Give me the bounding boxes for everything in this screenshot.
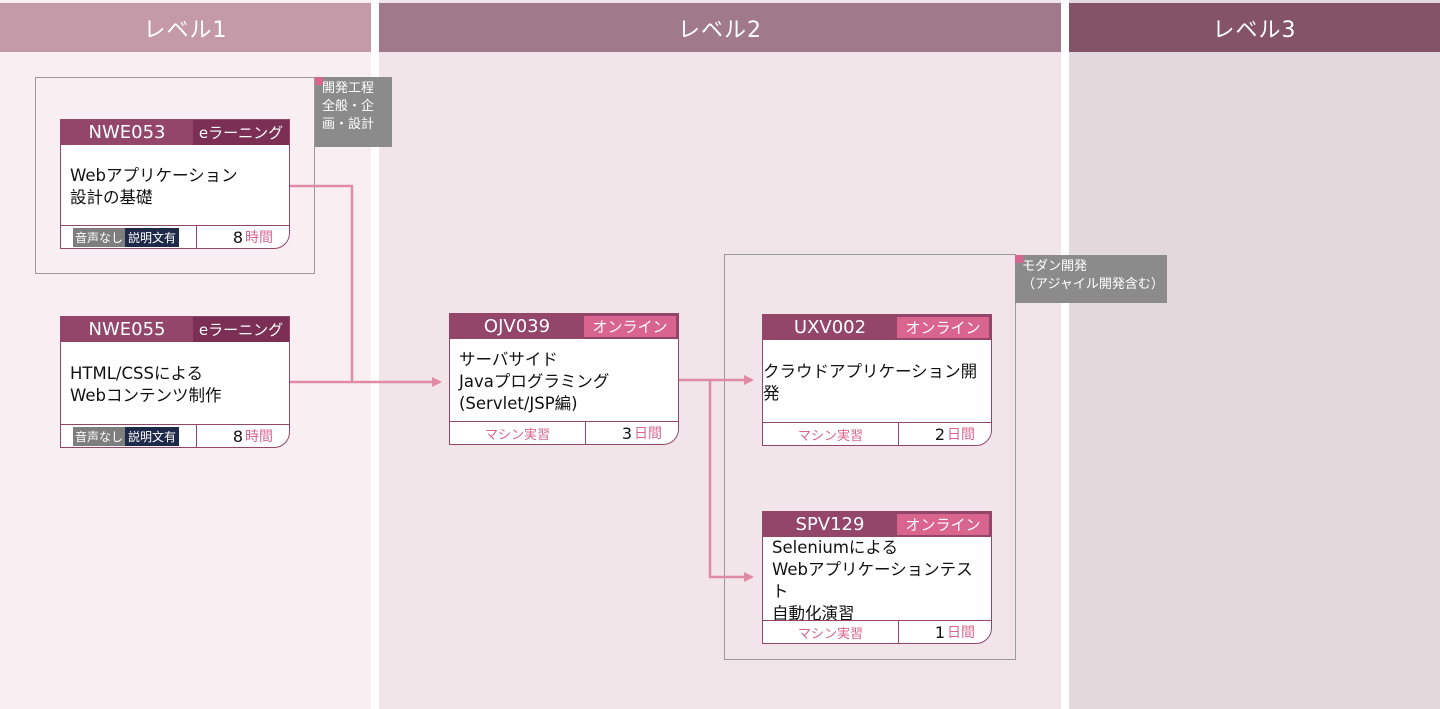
course-card-ojv039[interactable]: OJV039 オンライン サーバサイド Javaプログラミング (Servlet…	[449, 313, 679, 445]
duration-unit: 日間	[947, 625, 975, 641]
title-line: Javaプログラミング	[459, 372, 610, 391]
tag-line: 全般・企	[322, 99, 375, 114]
tag-line: モダン開発	[1022, 259, 1088, 274]
course-code: UXV002	[793, 317, 867, 338]
delivery-method: マシン実習	[450, 422, 586, 444]
course-title: サーバサイド Javaプログラミング (Servlet/JSP編)	[459, 344, 672, 420]
course-type-badge: オンライン	[584, 316, 676, 337]
course-card-spv129[interactable]: SPV129 オンライン Seleniumによる Webアプリケーションテスト …	[762, 511, 992, 644]
course-code: NWE053	[88, 122, 166, 143]
level-1-header: レベル1	[0, 3, 371, 52]
course-type-badge: eラーニング	[193, 317, 289, 342]
title-line: Webコンテンツ制作	[70, 386, 222, 405]
group-modern-dev-box	[724, 254, 1016, 660]
duration-unit: 時間	[245, 429, 273, 445]
course-title: HTML/CSSによる Webコンテンツ制作	[70, 347, 283, 423]
audio-chip: 音声なし	[73, 426, 126, 446]
duration-value: 2	[934, 424, 945, 444]
arrow-nwe053-to-ojv039	[290, 184, 354, 382]
title-line: クラウドアプリケーション開発	[763, 362, 978, 403]
tag-line: 画・設計	[322, 117, 375, 132]
group-dev-process-box	[35, 77, 315, 274]
group-modern-dev-tag: モダン開発 （アジャイル開発含む）	[1015, 255, 1167, 303]
delivery-method: マシン実習	[763, 423, 899, 445]
course-type-badge: オンライン	[897, 317, 989, 338]
title-line: (Servlet/JSP編)	[459, 394, 578, 413]
level-3-header: レベル3	[1069, 3, 1440, 52]
description-chip: 説明文有	[125, 426, 180, 446]
course-title: クラウドアプリケーション開発	[763, 345, 991, 421]
course-card-nwe055[interactable]: NWE055 eラーニング HTML/CSSによる Webコンテンツ制作 音声な…	[60, 316, 290, 448]
delivery-method: マシン実習	[763, 621, 899, 643]
arrow-ojv039-to-spv129	[708, 380, 754, 582]
level-2-header: レベル2	[379, 3, 1061, 52]
course-title: Seleniumによる Webアプリケーションテスト 自動化演習	[772, 538, 985, 623]
duration-value: 8	[232, 426, 243, 446]
description-chip: 説明文有	[125, 227, 180, 247]
course-code: OJV039	[483, 316, 551, 337]
tag-line: 開発工程	[322, 81, 375, 96]
course-code: NWE055	[88, 319, 166, 340]
duration-value: 1	[934, 622, 945, 642]
course-type-badge: オンライン	[897, 514, 989, 535]
duration-unit: 日間	[947, 427, 975, 443]
title-line: HTML/CSSによる	[70, 364, 203, 383]
tag-line: （アジャイル開発含む）	[1022, 277, 1164, 292]
course-card-nwe053[interactable]: NWE053 eラーニング Webアプリケーション 設計の基礎 音声なし説明文有…	[60, 119, 290, 249]
group-dev-process-tag: 開発工程 全般・企 画・設計	[315, 77, 392, 147]
duration-unit: 日間	[634, 426, 662, 442]
title-line: Seleniumによる	[772, 537, 898, 557]
duration-unit: 時間	[245, 230, 273, 246]
title-line: Webアプリケーション	[70, 166, 238, 185]
course-type-badge: eラーニング	[193, 120, 289, 145]
title-line: 自動化演習	[772, 603, 855, 623]
audio-chip: 音声なし	[73, 227, 126, 247]
title-line: 設計の基礎	[70, 188, 153, 207]
course-code: SPV129	[795, 514, 865, 535]
title-line: サーバサイド	[459, 350, 558, 369]
level-3-column: レベル3	[1069, 0, 1440, 709]
course-title: Webアプリケーション 設計の基礎	[70, 150, 283, 224]
duration-value: 3	[621, 423, 632, 443]
duration-value: 8	[232, 227, 243, 247]
title-line: Webアプリケーションテスト	[772, 559, 973, 601]
